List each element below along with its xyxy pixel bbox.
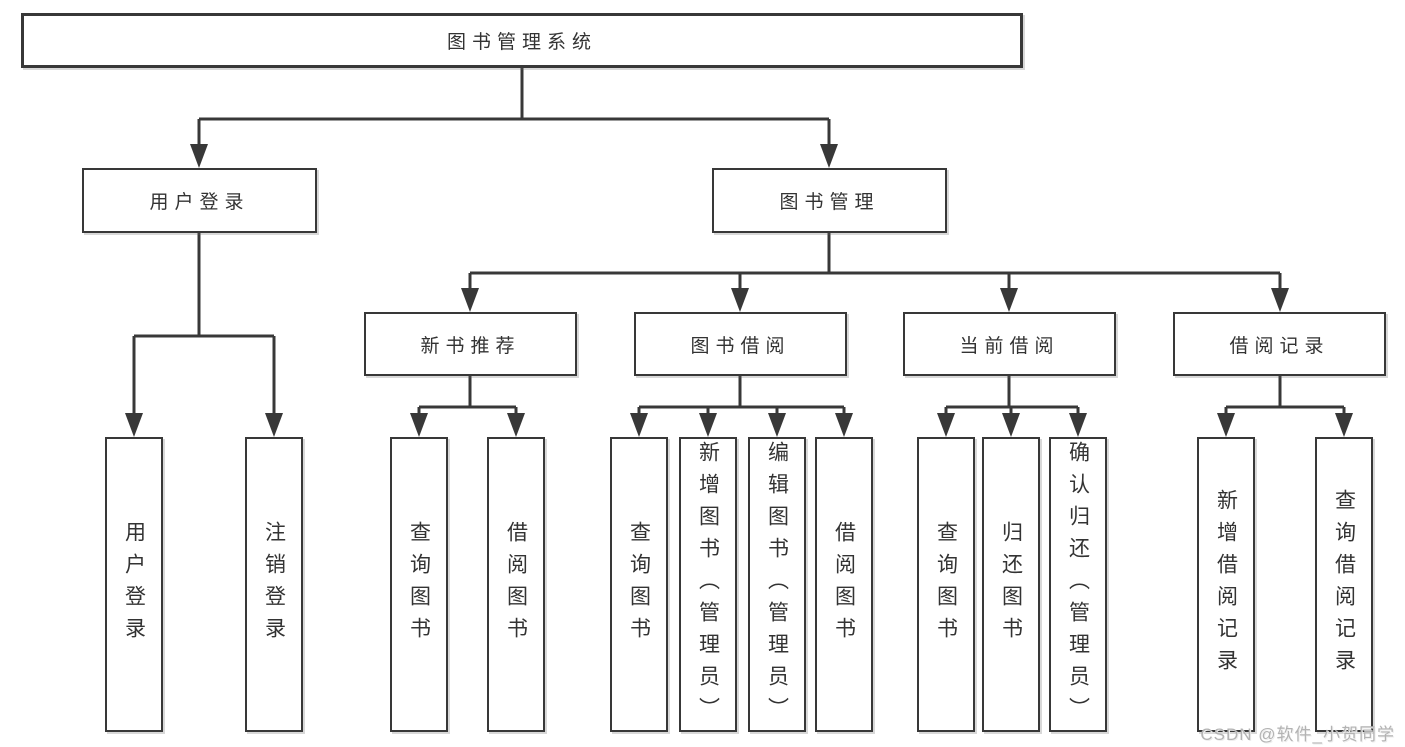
leaf-logout: 注销登录 xyxy=(245,437,303,732)
leaf-user-login-label: 用户登录 xyxy=(122,520,146,649)
node-new-book-recommend-label: 新书推荐 xyxy=(420,335,521,357)
leaf-return-book: 归还图书 xyxy=(982,437,1040,732)
leaf-edit-book-admin-label: 编辑图书（管理员） xyxy=(765,440,789,729)
leaf-query-borrow-record-label: 查询借阅记录 xyxy=(1332,488,1356,681)
node-current-borrowing: 当前借阅 xyxy=(903,312,1116,376)
leaf-borrow-book-label: 借阅图书 xyxy=(832,520,856,649)
leaf-borrow-query-book-label: 查询图书 xyxy=(627,520,651,649)
leaf-add-book-admin: 新增图书（管理员） xyxy=(679,437,737,732)
leaf-confirm-return-admin-label: 确认归还（管理员） xyxy=(1066,440,1090,729)
node-root-label: 图书管理系统 xyxy=(446,32,597,53)
arrowhead-icons xyxy=(125,144,1353,437)
node-user-login-label: 用户登录 xyxy=(149,192,250,213)
leaf-user-login: 用户登录 xyxy=(105,437,163,732)
leaf-add-book-admin-label: 新增图书（管理员） xyxy=(696,440,720,729)
leaf-rec-borrow-book-label: 借阅图书 xyxy=(504,520,528,649)
node-book-management: 图书管理 xyxy=(712,168,947,233)
leaf-borrow-query-book: 查询图书 xyxy=(610,437,668,732)
leaf-borrow-book: 借阅图书 xyxy=(815,437,873,732)
node-new-book-recommend: 新书推荐 xyxy=(364,312,577,376)
leaf-current-query-book-label: 查询图书 xyxy=(934,520,958,649)
node-current-borrowing-label: 当前借阅 xyxy=(959,335,1060,357)
node-borrowing-records: 借阅记录 xyxy=(1173,312,1386,376)
leaf-add-borrow-record: 新增借阅记录 xyxy=(1197,437,1255,732)
leaf-logout-label: 注销登录 xyxy=(262,520,286,649)
leaf-rec-borrow-book: 借阅图书 xyxy=(487,437,545,732)
node-book-borrowing: 图书借阅 xyxy=(634,312,847,376)
leaf-confirm-return-admin: 确认归还（管理员） xyxy=(1049,437,1107,732)
watermark: CSDN @软件_小贺同学 xyxy=(1200,725,1395,744)
leaf-add-borrow-record-label: 新增借阅记录 xyxy=(1214,488,1238,681)
node-book-management-label: 图书管理 xyxy=(779,192,880,213)
node-user-login: 用户登录 xyxy=(82,168,317,233)
leaf-rec-query-book-label: 查询图书 xyxy=(407,520,431,649)
leaf-query-borrow-record: 查询借阅记录 xyxy=(1315,437,1373,732)
leaf-edit-book-admin: 编辑图书（管理员） xyxy=(748,437,806,732)
node-borrowing-records-label: 借阅记录 xyxy=(1229,335,1330,357)
leaf-rec-query-book: 查询图书 xyxy=(390,437,448,732)
leaf-current-query-book: 查询图书 xyxy=(917,437,975,732)
node-book-borrowing-label: 图书借阅 xyxy=(690,335,791,357)
node-root: 图书管理系统 xyxy=(21,13,1023,68)
leaf-return-book-label: 归还图书 xyxy=(999,520,1023,649)
